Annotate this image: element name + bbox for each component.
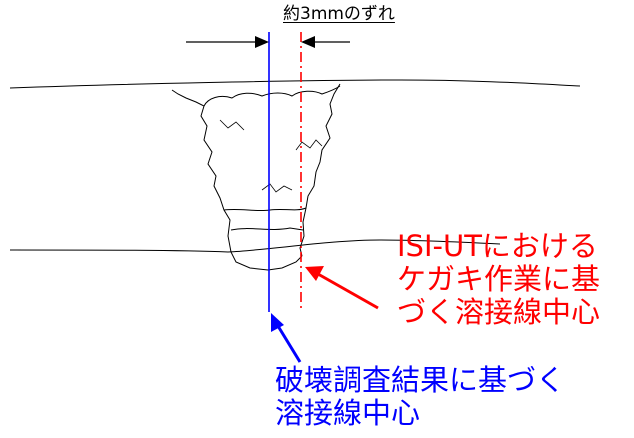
weld-inner-texture-2 [295, 139, 323, 151]
blue-label-line-2: 溶接線中心 [275, 396, 421, 430]
blue-leader-arrow-head [271, 313, 284, 332]
offset-arrow-left-head [255, 36, 269, 48]
top-surface-line [9, 79, 581, 89]
isi-ut-centerline-label: ISI-UTにおける ケガキ作業に基 づく溶接線中心 [397, 230, 600, 329]
weld-left-boundary [171, 89, 303, 271]
blue-label-line-1: 破壊調査結果に基づく [275, 363, 566, 397]
destructive-investigation-centerline-label: 破壊調査結果に基づく 溶接線中心 [275, 364, 565, 430]
red-label-line-1: ISI-UTにおける [397, 229, 598, 263]
weld-pass-line-2 [230, 227, 304, 231]
weld-right-boundary [299, 83, 341, 257]
blue-leader-arrow-shaft [276, 325, 302, 363]
red-leader-arrow-head [305, 266, 324, 281]
red-label-line-3: づく溶接線中心 [397, 295, 601, 329]
red-label-line-2: ケガキ作業に基 [397, 262, 601, 296]
offset-annotation: 約3mmのずれ [283, 4, 395, 24]
weld-pass-line-1 [223, 207, 307, 212]
weld-inner-texture-3 [219, 119, 245, 131]
offset-arrow-right-head [301, 36, 315, 48]
weld-inner-texture-1 [261, 183, 293, 193]
red-leader-arrow-shaft [317, 272, 379, 310]
bottom-surface-line [9, 239, 501, 253]
weld-cap-detail [203, 85, 341, 107]
